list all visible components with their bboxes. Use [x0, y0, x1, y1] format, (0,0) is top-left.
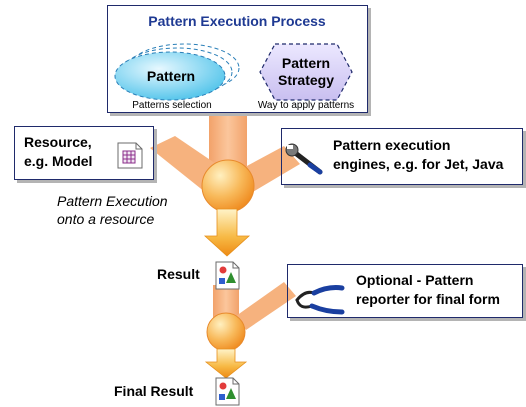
resource-line1: Resource,	[24, 134, 92, 150]
result-label: Result	[157, 266, 200, 282]
engines-box	[281, 128, 523, 185]
final-result-label: Final Result	[114, 383, 194, 399]
strategy-hexagon	[259, 43, 353, 101]
strategy-label-line2: Strategy	[277, 72, 335, 88]
engines-line1: Pattern execution	[333, 137, 451, 153]
resource-line2: e.g. Model	[24, 153, 93, 169]
model-document-icon	[117, 142, 143, 169]
result-shapes-document-icon	[215, 261, 240, 290]
strategy-caption: Way to apply patterns	[257, 100, 355, 111]
resource-box	[14, 126, 154, 180]
pipe-reporter-to-hub2	[236, 282, 296, 330]
arrow-to-result	[203, 208, 251, 257]
reporter-box	[287, 264, 523, 318]
reporter-hub-circle	[206, 312, 246, 352]
engines-line2: engines, e.g. for Jet, Java	[333, 156, 504, 172]
execution-hub-circle	[201, 159, 255, 213]
process-title: Pattern Execution Process	[148, 13, 326, 29]
strategy-label-line1: Pattern	[281, 55, 331, 71]
pattern-label: Pattern	[146, 68, 196, 84]
pattern-stack-icon	[114, 43, 240, 101]
execution-note-line1: Pattern Execution	[57, 193, 168, 209]
final-result-shapes-document-icon	[215, 377, 240, 406]
pattern-execution-process-box	[107, 5, 368, 113]
pliers-icon	[295, 285, 345, 315]
wrench-icon	[285, 143, 323, 175]
pattern-caption: Patterns selection	[132, 100, 212, 111]
arrow-to-final-result	[204, 348, 248, 379]
execution-note-line2: onto a resource	[57, 211, 155, 227]
reporter-line1: Optional - Pattern	[356, 272, 474, 288]
reporter-line2: reporter for final form	[356, 291, 500, 307]
